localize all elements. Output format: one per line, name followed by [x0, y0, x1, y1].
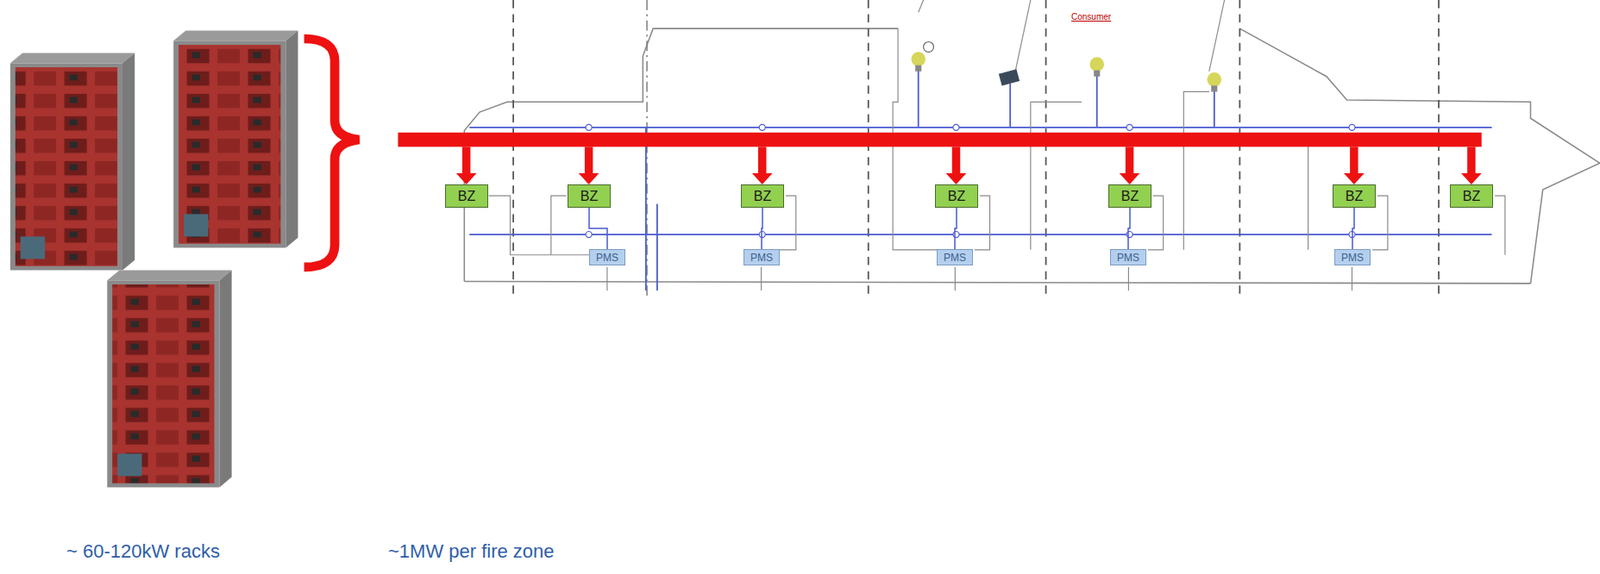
- server-racks: [10, 30, 299, 488]
- feeder-line: [761, 207, 763, 250]
- feeder-line: [1352, 207, 1355, 250]
- bus-zone-box: BZ: [567, 184, 611, 208]
- power-bus: [469, 66, 1492, 291]
- box-label: PMS: [750, 251, 773, 264]
- box-label: PMS: [1341, 251, 1364, 264]
- bus-zone-box: BZ: [1449, 184, 1494, 208]
- bus-zone-box: BZ: [1332, 184, 1376, 208]
- box-label: PMS: [596, 251, 619, 264]
- bus-zone-box: BZ: [934, 184, 979, 208]
- feeder-line: [589, 207, 608, 250]
- box-label: BZ: [1462, 188, 1481, 205]
- feeder-line: [1128, 207, 1130, 250]
- rack-power-label: ~ 60-120kW racks: [66, 540, 220, 564]
- supply-arrow: [1461, 173, 1482, 185]
- zone-power-label: ~1MW per fire zone: [388, 540, 555, 564]
- supply-arrow: [946, 173, 967, 185]
- feeder-line: [954, 207, 957, 250]
- supply-arrow: [1343, 173, 1365, 185]
- supply-arrow: [1349, 146, 1358, 176]
- box-label: BZ: [1345, 188, 1363, 205]
- bus-zone-box: BZ: [445, 184, 489, 208]
- pms-box: PMS: [1334, 249, 1371, 266]
- dc-supply-bar: [397, 132, 1481, 185]
- box-label: PMS: [943, 251, 967, 264]
- pms-box: PMS: [1110, 249, 1147, 266]
- fire-zone-boundary: [513, 0, 1439, 296]
- supply-arrow: [456, 173, 477, 185]
- box-label: PMS: [1116, 251, 1140, 264]
- bus-zone-box: BZ: [740, 184, 785, 208]
- box-label: BZ: [1121, 188, 1139, 205]
- box-label: BZ: [753, 188, 772, 205]
- supply-arrow: [1125, 146, 1134, 176]
- pms-box: PMS: [743, 249, 780, 266]
- ship-outline: [464, 28, 1600, 284]
- supply-arrow: [1467, 146, 1475, 176]
- supply-arrow: [752, 173, 773, 185]
- consumer-label: Consumer: [1071, 12, 1111, 22]
- pms-box: PMS: [936, 249, 973, 266]
- supply-arrow: [1119, 173, 1141, 185]
- supply-arrow: [758, 146, 766, 176]
- box-label: BZ: [580, 188, 598, 205]
- bracket: [304, 38, 360, 268]
- supply-arrow: [952, 146, 960, 176]
- supply-arrow: [462, 146, 471, 176]
- box-label: BZ: [458, 188, 476, 205]
- box-label: BZ: [947, 188, 966, 205]
- supply-arrow: [584, 146, 593, 176]
- bus-zone-box: BZ: [1108, 184, 1152, 208]
- fire-zone-boundary: [646, 0, 647, 296]
- consumer-icons: [910, 42, 1222, 93]
- pms-box: PMS: [589, 249, 626, 266]
- supply-arrow: [578, 173, 600, 185]
